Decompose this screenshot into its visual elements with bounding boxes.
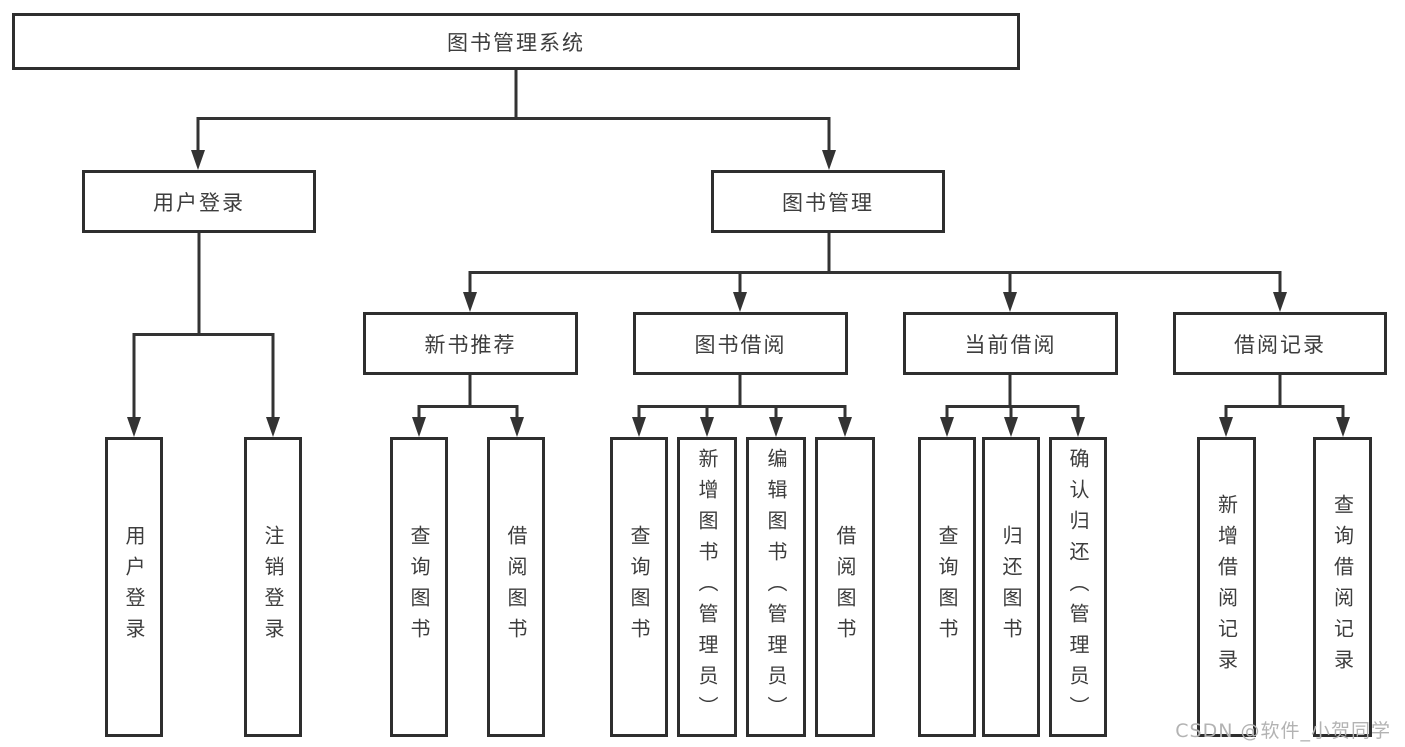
node-user-login-label: 用户登录	[153, 190, 245, 215]
node-book-borrowing-label: 图书借阅	[694, 332, 787, 357]
leaf-confirm-return-admin: 确认归还（管理员）	[1049, 437, 1107, 737]
node-current-borrowing: 当前借阅	[903, 312, 1118, 375]
leaf-borrow-books-recommend: 借阅图书	[487, 437, 545, 737]
leaf-query-books-current-label: 查询图书	[935, 525, 959, 649]
leaf-confirm-return-admin-label: 确认归还（管理员）	[1066, 447, 1090, 727]
leaf-logout-label: 注销登录	[261, 525, 285, 649]
leaf-edit-book-admin: 编辑图书（管理员）	[746, 437, 806, 737]
node-borrowing-records-label: 借阅记录	[1234, 332, 1326, 357]
leaf-edit-book-admin-label: 编辑图书（管理员）	[764, 447, 788, 727]
leaf-user-login: 用户登录	[105, 437, 163, 737]
node-current-borrowing-label: 当前借阅	[964, 332, 1057, 357]
leaf-logout: 注销登录	[244, 437, 302, 737]
leaf-user-login-label: 用户登录	[122, 525, 146, 649]
node-user-login: 用户登录	[82, 170, 316, 233]
leaf-add-book-admin: 新增图书（管理员）	[677, 437, 737, 737]
node-book-management: 图书管理	[711, 170, 945, 233]
leaf-add-borrow-record: 新增借阅记录	[1197, 437, 1256, 737]
leaf-query-borrow-record: 查询借阅记录	[1313, 437, 1372, 737]
leaf-add-borrow-record-label: 新增借阅记录	[1214, 494, 1239, 680]
node-book-management-label: 图书管理	[782, 190, 874, 215]
node-root-label: 图书管理系统	[447, 30, 585, 55]
leaf-borrow-books-borrowing-label: 借阅图书	[833, 525, 857, 649]
leaf-query-books-recommend: 查询图书	[390, 437, 448, 737]
leaf-query-borrow-record-label: 查询借阅记录	[1330, 494, 1355, 680]
leaf-return-book: 归还图书	[982, 437, 1040, 737]
csdn-watermark: CSDN @软件_小贺同学	[1175, 720, 1391, 742]
arrowhead-icons	[127, 150, 1350, 437]
leaf-query-books-current: 查询图书	[918, 437, 976, 737]
leaf-borrow-books-recommend-label: 借阅图书	[504, 525, 528, 649]
leaf-add-book-admin-label: 新增图书（管理员）	[695, 447, 719, 727]
leaf-query-books-borrowing-label: 查询图书	[627, 525, 651, 649]
node-new-book-recommend: 新书推荐	[363, 312, 578, 375]
node-root: 图书管理系统	[12, 13, 1020, 70]
node-borrowing-records: 借阅记录	[1173, 312, 1387, 375]
node-book-borrowing: 图书借阅	[633, 312, 848, 375]
leaf-return-book-label: 归还图书	[999, 525, 1023, 649]
leaf-borrow-books-borrowing: 借阅图书	[815, 437, 875, 737]
node-new-book-recommend-label: 新书推荐	[424, 332, 517, 357]
leaf-query-books-borrowing: 查询图书	[610, 437, 668, 737]
leaf-query-books-recommend-label: 查询图书	[407, 525, 431, 649]
